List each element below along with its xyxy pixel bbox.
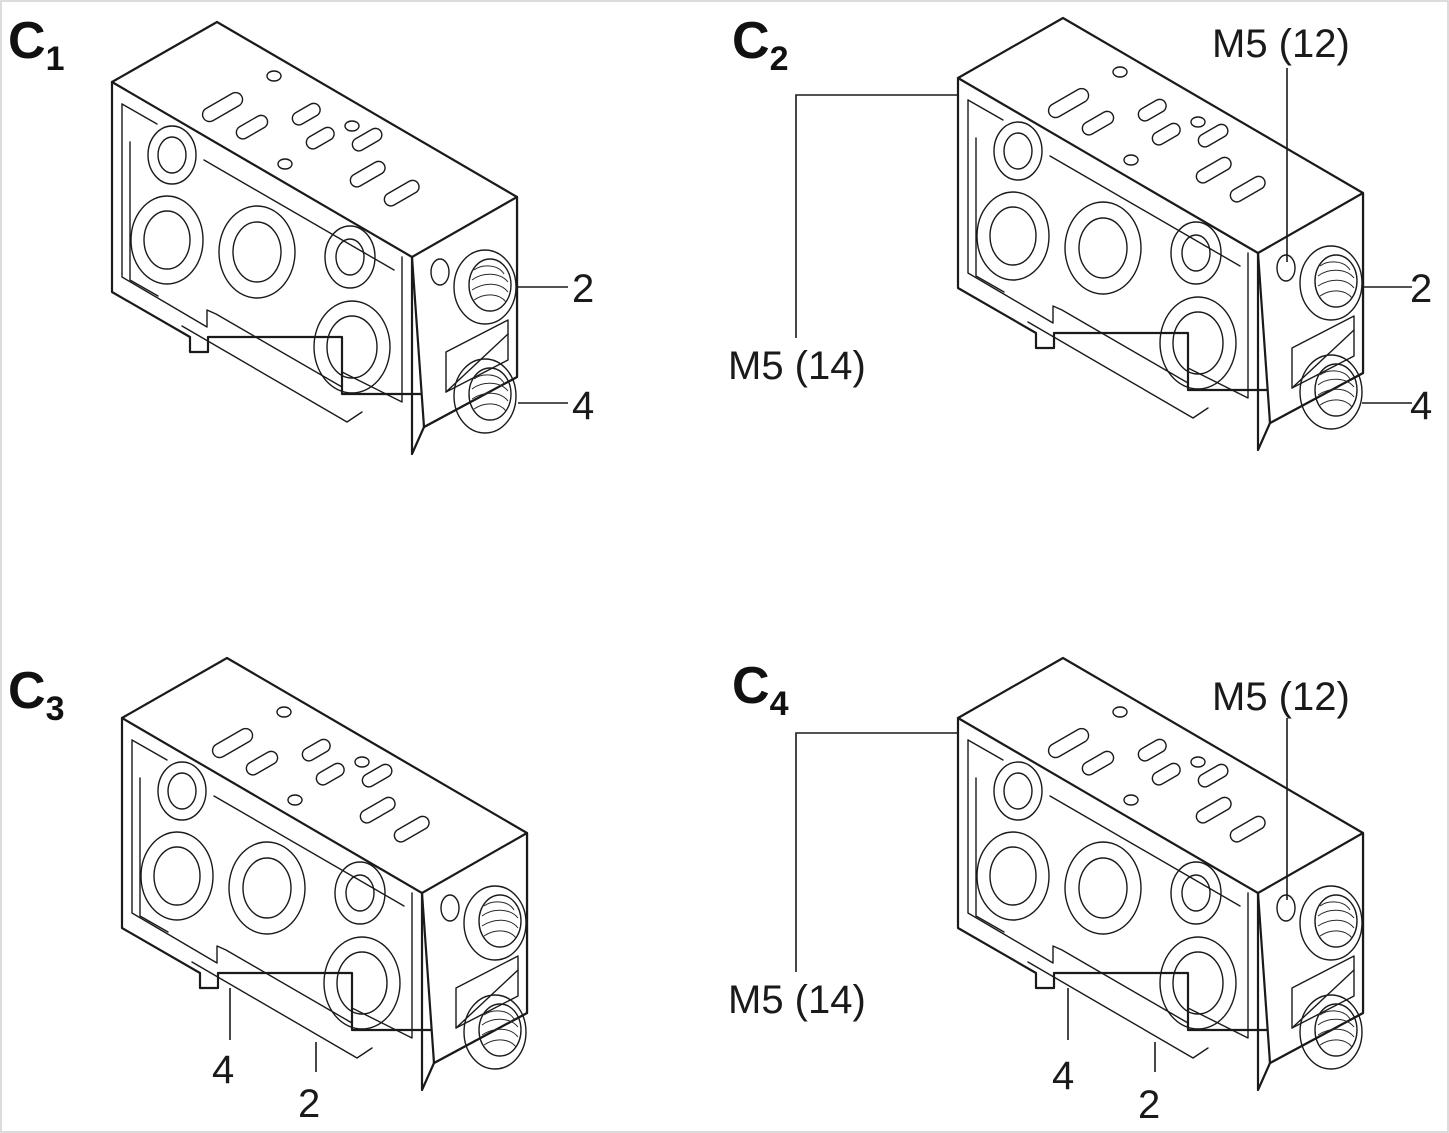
valve-block-c4: [956, 656, 1365, 1092]
leader-c4-m5-14: [795, 732, 958, 972]
leader-c2-m5-14: [795, 94, 958, 338]
panel-c1-title: C1: [8, 12, 64, 78]
valve-block-c1: [110, 20, 519, 456]
panel-c4: C4 M5 (12) M5 (14) 4 2: [728, 656, 1365, 1127]
label-c4-m5-14: M5 (14): [728, 978, 866, 1022]
panel-c3-title: C3: [8, 662, 64, 728]
label-c1-port-4: 4: [572, 384, 594, 428]
valve-block-c2: [956, 16, 1365, 452]
label-c2-port-4: 4: [1410, 384, 1432, 428]
label-c2-m5-12: M5 (12): [1212, 22, 1350, 66]
panel-c3: C3 4 2: [8, 656, 529, 1126]
valve-block-c3: [120, 656, 529, 1092]
label-c2-port-2: 2: [1410, 267, 1432, 311]
label-c4-bottom-4: 4: [1052, 1054, 1074, 1098]
label-c3-bottom-4: 4: [212, 1048, 234, 1092]
panel-c2-title: C2: [732, 12, 788, 78]
panel-c2: C2 M5 (12) M5 (14) 2 4: [728, 12, 1432, 452]
label-c4-bottom-2: 2: [1138, 1083, 1160, 1127]
label-c3-bottom-2: 2: [298, 1082, 320, 1126]
label-c4-m5-12: M5 (12): [1212, 675, 1350, 719]
label-c2-m5-14: M5 (14): [728, 344, 866, 388]
panel-c4-title: C4: [732, 657, 789, 723]
panel-c1: C1 2 4: [8, 12, 594, 456]
label-c1-port-2: 2: [572, 267, 594, 311]
